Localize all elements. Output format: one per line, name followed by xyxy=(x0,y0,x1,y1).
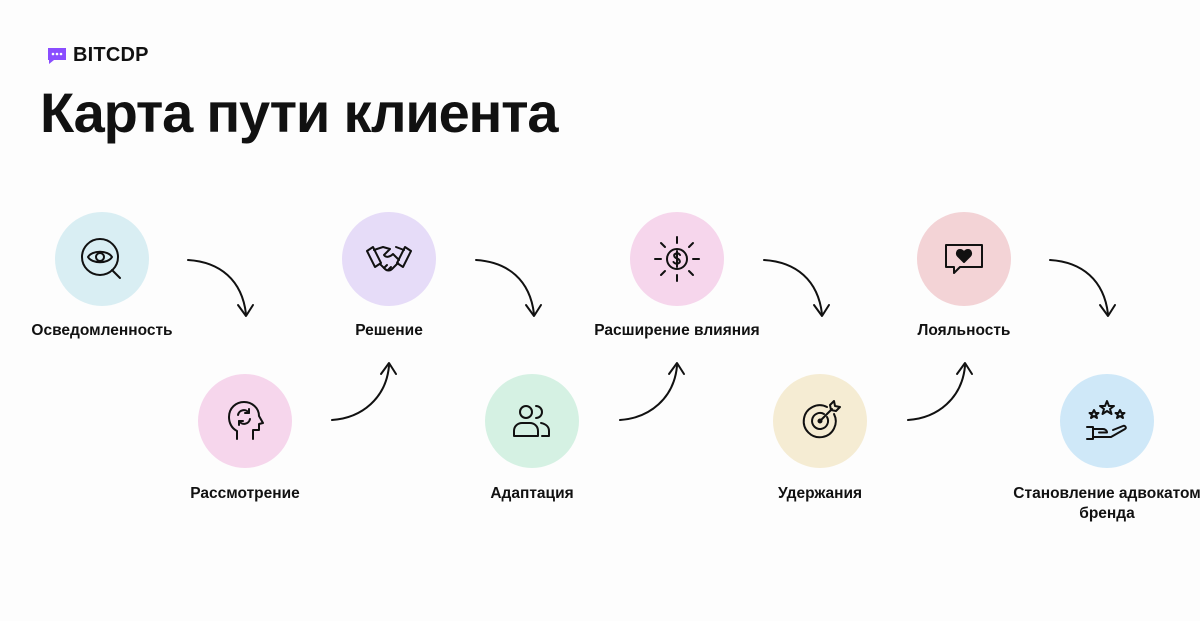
stage-circle xyxy=(485,374,579,468)
eye-target-icon xyxy=(81,238,121,279)
stage-circle xyxy=(342,212,436,306)
arrow-up-1 xyxy=(331,362,397,421)
arrow-down-1 xyxy=(187,259,254,317)
stage-circle xyxy=(773,374,867,468)
stage-circle xyxy=(198,374,292,468)
arrow-up-3 xyxy=(907,362,973,421)
users-icon xyxy=(513,405,550,437)
heart-message-icon xyxy=(945,244,983,274)
dollar-sun-icon xyxy=(654,236,700,282)
chat-bubble-logo-icon xyxy=(48,47,66,64)
stage-circle xyxy=(55,212,149,306)
arrow-down-2 xyxy=(475,259,542,317)
handshake-icon xyxy=(366,246,412,272)
brand-logo[interactable]: BITCDP xyxy=(46,44,149,67)
stage-label: Решение xyxy=(355,322,423,339)
stage-circle xyxy=(630,212,724,306)
arrow-up-2 xyxy=(619,362,685,421)
stage-circle xyxy=(1060,374,1154,468)
page-title: Карта пути клиента xyxy=(40,81,559,144)
stage-label: Адаптация xyxy=(490,485,574,502)
head-refresh-icon xyxy=(228,401,264,440)
brand-name: BITCDP xyxy=(73,44,149,66)
stage-label: Осведомленность xyxy=(31,322,173,339)
stage-circle xyxy=(917,212,1011,306)
stage-label: Лояльность xyxy=(917,322,1011,339)
stage-label: Расширение влияния xyxy=(594,322,760,339)
stage-label: Рассмотрение xyxy=(190,485,300,502)
arrow-down-3 xyxy=(763,259,830,317)
hand-stars-icon xyxy=(1086,400,1127,440)
arrow-down-4 xyxy=(1049,259,1116,317)
target-arrow-icon xyxy=(802,400,841,439)
stage-label: Удержания xyxy=(777,485,863,502)
stage-label: Становление адвокатом бренда xyxy=(1013,485,1200,522)
